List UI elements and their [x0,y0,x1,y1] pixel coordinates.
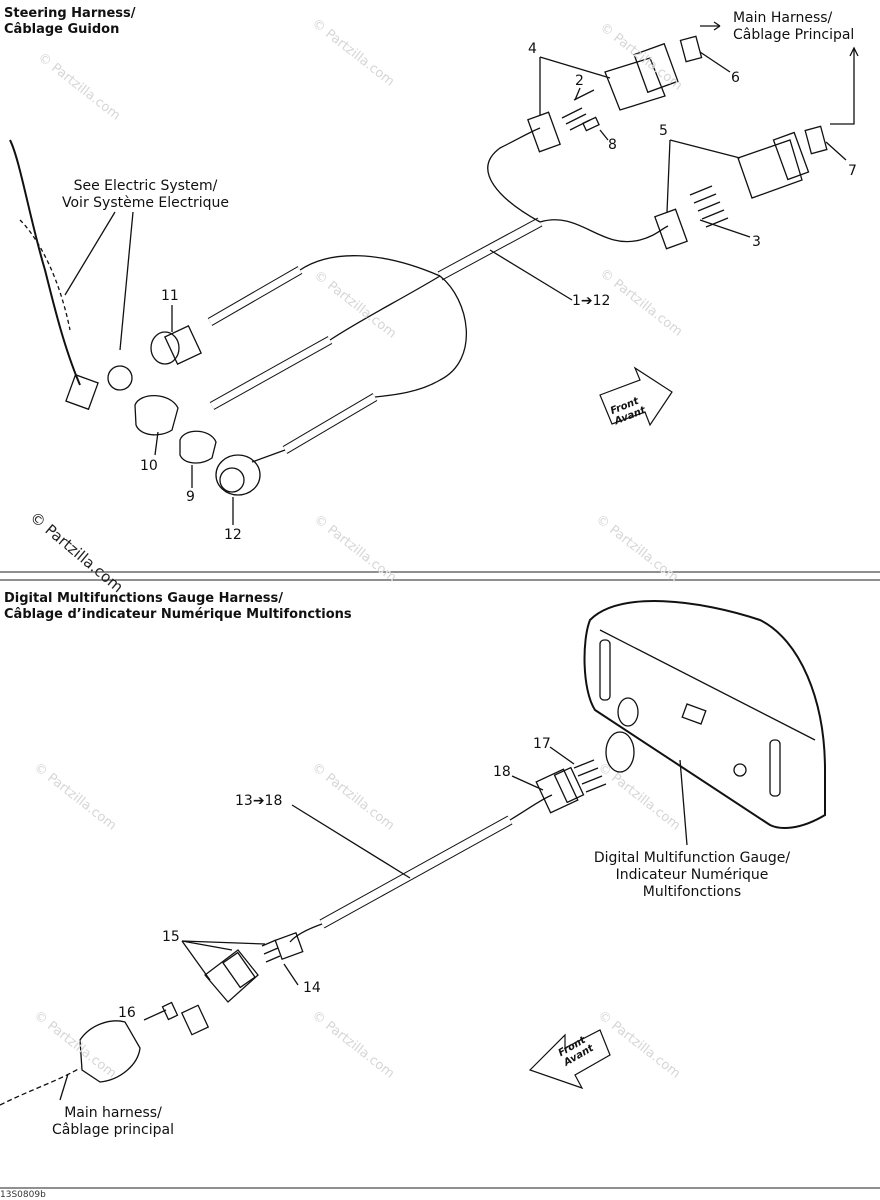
label-line: Indicateur Numérique [615,867,769,883]
front-arrow-top [599,366,673,427]
sensor-11 [150,331,180,365]
callout-12: 12 [224,527,242,543]
callout-2: 2 [575,73,584,89]
wire-to-connector-4 [487,127,541,223]
steering-title-line2: Câblage Guidon [4,22,120,37]
pins-2 [561,89,595,131]
steering-harness-drawing [9,21,859,525]
front-arrow-bottom [528,1029,611,1090]
callout-15: 15 [162,929,180,945]
wire-to-connector-5 [539,219,669,243]
label-line: Digital Multifunction Gauge/ [593,850,791,866]
main-harness-connector [79,1020,141,1083]
connector-15 [204,949,259,1003]
sensor-12 [215,454,261,496]
connector-4-housing [527,111,561,153]
callout-16: 16 [118,1005,136,1021]
callout-5: 5 [659,123,668,139]
part-6-lock [679,35,703,63]
callout-3: 3 [752,234,761,250]
digital-gauge-label: Digital Multifunction Gauge/ Indicateur … [574,850,810,901]
label-line: Multifonctions [642,884,742,900]
callout-18: 18 [493,764,511,780]
label-line: Voir Système Electrique [62,195,229,211]
wire-to-switch-10 [329,275,441,341]
wire-to-sensor-11 [299,255,441,277]
switch-9 [179,430,217,464]
callout-14: 14 [303,980,321,996]
callout-6: 6 [731,70,740,86]
pins-3 [689,185,729,228]
gauge-title-line1: Digital Multifunctions Gauge Harness/ [4,591,283,606]
connector-18 [535,768,579,814]
callout-4: 4 [528,41,537,57]
digital-gauge-body [583,600,826,829]
gauge-harness-drawing [0,600,826,1106]
connector-4-plug [604,57,666,111]
gauge-section-title: Digital Multifunctions Gauge Harness/ Câ… [4,591,352,623]
callout-17: 17 [533,736,551,752]
label-line: Câblage principal [51,1122,174,1138]
main-harness-bottom-label: Main harness/ Câblage principal [38,1105,188,1139]
switch-10 [134,394,179,436]
terminals-17 [573,759,607,793]
wire-to-sensor-12 [374,275,467,398]
steering-title-line1: Steering Harness/ [4,6,136,21]
callout-10: 10 [140,458,158,474]
connector-5-housing [654,208,688,250]
part-16 [161,1001,179,1021]
callout-9: 9 [186,489,195,505]
callout-7: 7 [848,163,857,179]
callout-11: 11 [161,288,179,304]
callout-1-12: 1➔12 [572,293,611,309]
callout-8: 8 [608,137,617,153]
part-7-lock [804,125,828,155]
connector-5-plug [737,139,803,199]
drawing-reference: 13S0809b [0,1190,46,1200]
callout-13-18: 13➔18 [235,793,283,809]
label-line: Câblage Principal [733,27,855,43]
gauge-title-line2: Câblage d’indicateur Numérique Multifonc… [4,607,352,622]
main-harness-top-label: Main Harness/ Câblage Principal [733,10,854,44]
label-line: See Electric System/ [73,178,218,194]
electric-system-label: See Electric System/ Voir Système Electr… [62,178,229,212]
steering-section-title: Steering Harness/ Câblage Guidon [4,6,136,38]
connector-14 [274,932,304,960]
part-8-plug [582,116,600,132]
steering-column [9,139,81,386]
label-line: Main Harness/ [733,10,833,26]
label-line: Main harness/ [64,1105,162,1121]
